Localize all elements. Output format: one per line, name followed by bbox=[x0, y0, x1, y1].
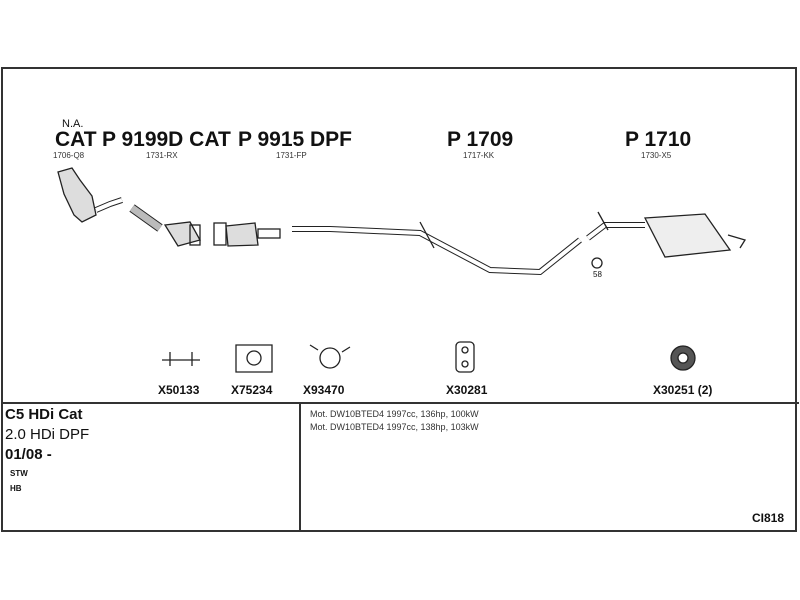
vehicle-date: 01/08 - bbox=[5, 446, 52, 463]
part-code: 1730-X5 bbox=[641, 151, 672, 160]
fitting-x93470: X93470 bbox=[303, 383, 345, 397]
part-label-p1710: P 1710 bbox=[625, 128, 692, 151]
diagram-frame bbox=[1, 67, 797, 532]
clamp-size: 58 bbox=[593, 270, 602, 279]
engine-spec: Mot. DW10BTED4 1997cc, 136hp, 100kW bbox=[310, 409, 479, 419]
diagram-id: CI818 bbox=[752, 511, 785, 525]
fitting-x30281: X30281 bbox=[446, 383, 488, 397]
fitting-x30251: X30251 (2) bbox=[653, 383, 713, 397]
fittings-drawings bbox=[162, 341, 696, 373]
part-note: N.A. bbox=[62, 118, 84, 130]
body-type: STW bbox=[10, 469, 28, 478]
part-label-p9199d: P 9199D CAT bbox=[102, 128, 231, 151]
part-code: 1731-RX bbox=[146, 151, 178, 160]
p1710-silencer-drawing bbox=[586, 211, 747, 269]
part-code: 1706-Q8 bbox=[53, 151, 85, 160]
vehicle-model: C5 HDi Cat bbox=[5, 406, 83, 423]
part-label-cat: CAT bbox=[55, 128, 97, 151]
p9915-dpf-drawing bbox=[213, 222, 281, 247]
fitting-x50133: X50133 bbox=[158, 383, 200, 397]
divider bbox=[299, 403, 301, 532]
body-type: HB bbox=[10, 484, 22, 493]
part-label-p1709: P 1709 bbox=[447, 128, 514, 151]
engine-spec: Mot. DW10BTED4 1997cc, 138hp, 103kW bbox=[310, 422, 479, 432]
vehicle-engine: 2.0 HDi DPF bbox=[5, 426, 90, 443]
part-code: 1717-KK bbox=[463, 151, 495, 160]
manifold-cat-drawing bbox=[57, 167, 123, 223]
divider bbox=[1, 402, 799, 404]
part-code: 1731-FP bbox=[276, 151, 307, 160]
part-label-p9915: P 9915 DPF bbox=[238, 128, 353, 151]
fitting-x75234: X75234 bbox=[231, 383, 273, 397]
p9199d-cat-drawing bbox=[129, 204, 201, 247]
p1709-pipe-drawing bbox=[292, 221, 582, 276]
